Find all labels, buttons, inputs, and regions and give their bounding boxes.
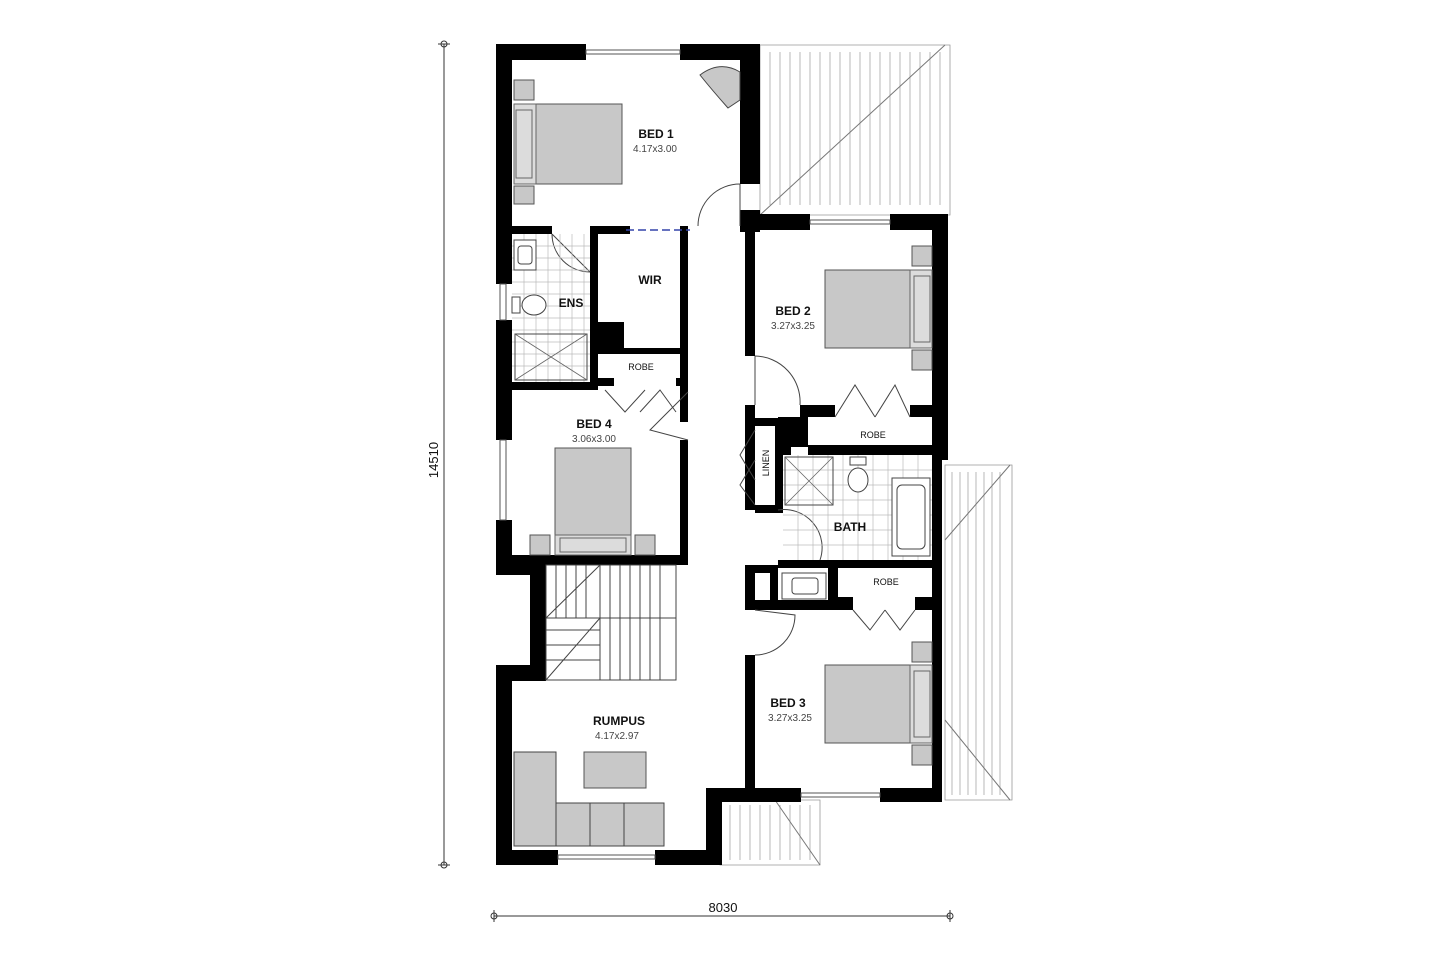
dimension-vertical <box>438 40 450 869</box>
roof-right-bottom <box>944 464 1013 801</box>
linen-label: LINEN <box>761 450 771 477</box>
toilet-bath <box>847 456 869 493</box>
bed1-label: BED 1 <box>638 127 674 141</box>
bed2-bed <box>824 245 933 371</box>
toilet-ens <box>511 294 547 316</box>
height-dimension: 14510 <box>426 442 441 478</box>
bed3-label: BED 3 <box>770 696 806 710</box>
stairs <box>545 564 677 681</box>
shower-ens <box>514 333 588 381</box>
windows <box>499 49 891 860</box>
walls <box>496 44 948 865</box>
roof-right-top <box>759 44 951 216</box>
bed4-dim: 3.06x3.00 <box>572 434 616 445</box>
bath-label: BATH <box>834 520 866 534</box>
bed4-label: BED 4 <box>576 417 612 431</box>
bed3-bed <box>824 641 933 766</box>
robe-bed3-label: ROBE <box>873 577 899 587</box>
bed2-dim: 3.27x3.25 <box>771 321 815 332</box>
robe-bed2-label: ROBE <box>860 430 886 440</box>
bed1-dim: 4.17x3.00 <box>633 144 677 155</box>
width-dimension: 8030 <box>709 900 738 915</box>
shower-bath <box>784 456 834 506</box>
vanity-bath <box>781 572 827 600</box>
rumpus-dim: 4.17x2.97 <box>595 731 639 742</box>
vanity-ens <box>513 239 537 271</box>
bed2-label: BED 2 <box>775 304 811 318</box>
bed1-bed <box>513 79 623 205</box>
rumpus-table <box>583 751 647 789</box>
bed4-bed <box>529 447 656 556</box>
ens-label: ENS <box>559 296 584 310</box>
bed1-chair <box>699 66 741 109</box>
bathtub <box>891 477 931 557</box>
rumpus-label: RUMPUS <box>593 714 645 728</box>
wir-label: WIR <box>638 273 662 287</box>
dimension-horizontal <box>490 910 954 922</box>
rumpus-sofa <box>513 751 665 847</box>
robe-bed4-label: ROBE <box>628 362 654 372</box>
roof-bottom <box>719 799 821 866</box>
bed3-dim: 3.27x3.25 <box>768 713 812 724</box>
